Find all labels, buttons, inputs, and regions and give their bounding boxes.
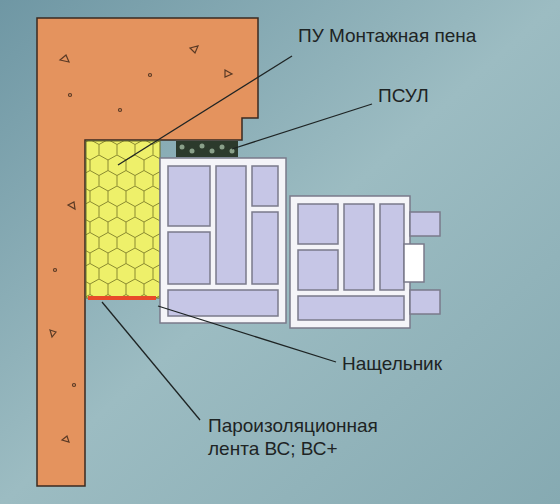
tape-label: Пароизоляционная лента ВС; ВС+: [208, 414, 428, 460]
foam-label: ПУ Монтажная пена: [298, 24, 478, 47]
wall-aggregate: [50, 46, 232, 442]
frame-profile: [160, 158, 286, 323]
leader-lines: [102, 56, 372, 420]
sash-profile: [290, 196, 440, 328]
pu-foam: [86, 141, 160, 298]
psul-tape: [176, 141, 238, 157]
psul-texture: [180, 144, 235, 154]
cover-strip-label: Нащельник: [342, 352, 512, 375]
vapour-tape: [88, 296, 156, 300]
psul-label: ПСУЛ: [378, 84, 498, 107]
